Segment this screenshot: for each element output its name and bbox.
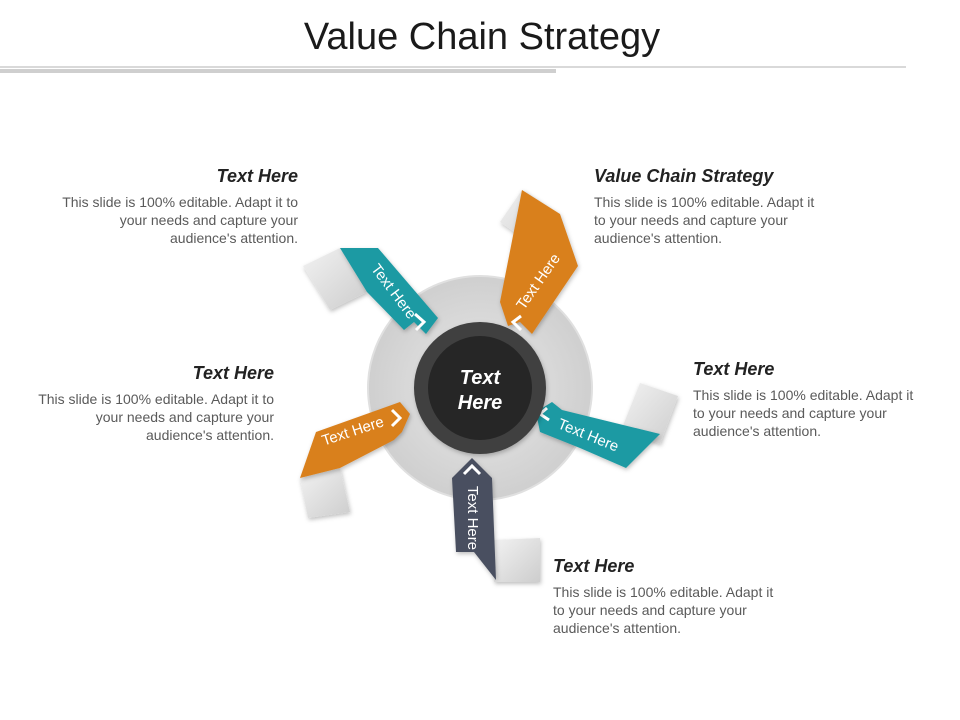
block-body: This slide is 100% editable. Adapt it to… [553, 584, 774, 636]
arrow-orange-left [300, 402, 410, 478]
center-label-line2: Here [458, 392, 502, 414]
text-block-top-left: Text Here This slide is 100% editable. A… [52, 166, 298, 247]
ribbon-arrows [300, 190, 660, 580]
block-body: This slide is 100% editable. Adapt it to… [693, 387, 914, 439]
ribbon-tail-bottom [494, 538, 540, 582]
title-divider [0, 66, 906, 68]
arrow-slate-bottom [452, 458, 496, 580]
arrow-label: Text Here [464, 486, 481, 550]
arrow-teal-right [536, 402, 660, 468]
text-block-bottom: Text Here This slide is 100% editable. A… [553, 556, 779, 637]
center-hub-inner [428, 336, 532, 440]
ribbon-tail-left [300, 468, 350, 518]
title-underline [0, 69, 556, 73]
block-heading: Text Here [553, 556, 635, 576]
arrow-teal-upper [340, 248, 438, 334]
block-body: This slide is 100% editable. Adapt it to… [38, 391, 274, 443]
chevron-icon [414, 312, 427, 332]
chevron-icon [462, 463, 482, 476]
block-heading: Text Here [693, 359, 775, 379]
chevron-icon [510, 314, 523, 332]
arrow-orange-upper [500, 190, 578, 334]
text-block-top-right: Value Chain Strategy This slide is 100% … [594, 166, 820, 247]
block-body: This slide is 100% editable. Adapt it to… [594, 194, 815, 246]
block-body: This slide is 100% editable. Adapt it to… [62, 194, 298, 246]
chevron-icon [390, 408, 403, 428]
center-label-line1: Text [460, 367, 502, 389]
text-block-right: Text Here This slide is 100% editable. A… [693, 359, 921, 440]
slide-title: Value Chain Strategy [303, 16, 661, 58]
block-heading: Value Chain Strategy [594, 166, 774, 186]
text-block-left: Text Here This slide is 100% editable. A… [28, 363, 274, 444]
ribbon-tail-top-left [303, 248, 367, 310]
block-heading: Text Here [192, 363, 274, 383]
chevron-icons [390, 312, 550, 476]
block-heading: Text Here [216, 166, 298, 186]
